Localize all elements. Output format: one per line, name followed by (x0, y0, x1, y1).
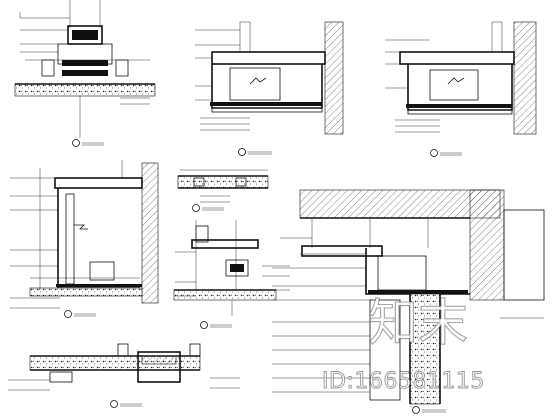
detail-6 (173, 220, 290, 329)
detail-1 (14, 0, 156, 147)
watermark: 知末 ID:166581115 (322, 293, 485, 394)
detail-7 (8, 343, 240, 408)
detail-1-leaders (19, 12, 150, 105)
detail-3 (385, 21, 537, 157)
detail-7-leaders (8, 377, 240, 391)
detail-5-leaders (180, 169, 268, 203)
detail-3-leaders (385, 39, 440, 133)
detail-2-label (238, 148, 272, 156)
detail-8 (272, 189, 545, 414)
detail-8-label (412, 406, 446, 414)
detail-2-leaders (195, 29, 250, 131)
detail-4-leaders (10, 177, 60, 309)
watermark-logo: 知末 (368, 294, 468, 352)
detail-3-label (430, 149, 462, 157)
detail-2 (195, 21, 344, 156)
detail-7-label (110, 400, 142, 408)
detail-5 (177, 169, 269, 212)
detail-6-label (200, 321, 232, 329)
detail-8-leaders (272, 237, 544, 393)
detail-4 (10, 160, 159, 318)
detail-1-label (72, 139, 104, 147)
detail-6-leaders (175, 251, 290, 297)
detail-4-label (64, 310, 96, 318)
detail-1-ribs (62, 60, 108, 76)
watermark-id: ID:166581115 (322, 369, 485, 394)
detail-5-label (192, 204, 224, 212)
